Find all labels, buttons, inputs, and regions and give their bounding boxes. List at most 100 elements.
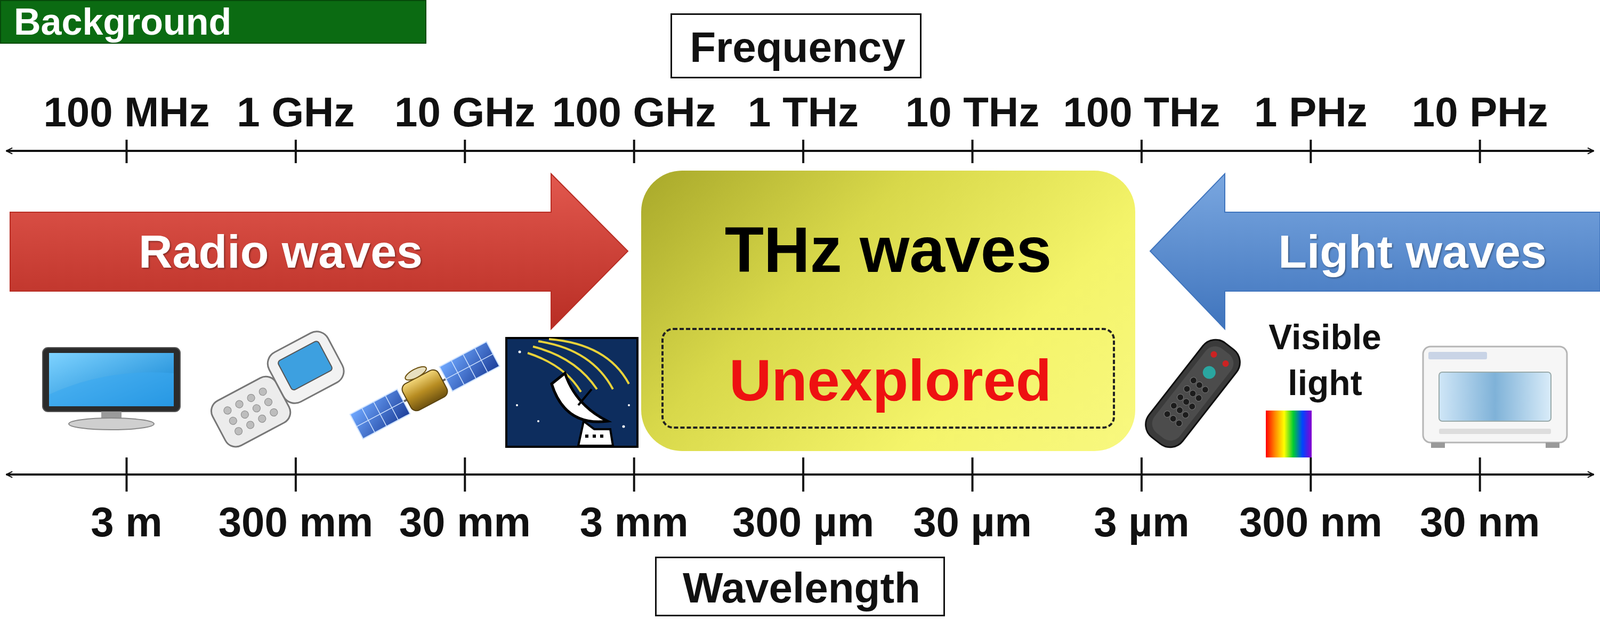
label-anchor: 100 GHz — [552, 88, 717, 137]
frequency-tick-label: 10 PHz — [1411, 88, 1549, 137]
tv-monitor-icon-part — [49, 372, 174, 407]
frequency-tick — [125, 139, 128, 164]
axis-ticks — [126, 139, 1481, 492]
text-holder: Radio waves — [10, 212, 552, 292]
radio-telescope-icon-part — [506, 337, 638, 447]
visible-spectrum — [1265, 410, 1312, 458]
wavelength-tick-label: 3 mm — [579, 498, 689, 547]
label-anchor: 30 nm — [1419, 498, 1540, 547]
satellite-icon-part — [350, 389, 411, 439]
wavelength-tick — [125, 457, 128, 492]
remote-control-icon-part-part — [1194, 393, 1204, 403]
label-anchor: 1 PHz — [1254, 88, 1368, 137]
text-holder: THz waves — [641, 170, 1136, 328]
axis-title-box: Wavelength — [655, 556, 945, 617]
frequency-axis — [6, 150, 1594, 152]
radio-telescope-icon-part-part — [518, 350, 522, 354]
label-anchor: 30 mm — [399, 498, 531, 547]
radio-telescope-icon-part-part — [537, 419, 540, 423]
label-anchor: Visible light — [1258, 314, 1392, 407]
unexplored-dashed-box: Unexplored — [661, 327, 1115, 429]
uv-sterilizer-icon-part — [1431, 442, 1445, 448]
node-label: Wavelength — [682, 563, 921, 613]
wavelength-tick-label: 30 nm — [1419, 498, 1540, 547]
mobile-phone-icon-part-part — [233, 425, 244, 436]
radio-telescope-icon-part-part — [627, 403, 630, 407]
frequency-tick-label: 10 THz — [905, 88, 1040, 137]
label-anchor: 10 THz — [905, 88, 1040, 137]
wavelength-tick — [1479, 457, 1482, 492]
spectrum-label: Visible light — [1258, 314, 1392, 407]
satellite-icon-part-part — [356, 401, 404, 427]
frequency-tick — [1479, 139, 1482, 164]
thz-band-box: THz wavesUnexplored — [641, 170, 1136, 451]
wavelength-tick — [971, 457, 974, 492]
remote-control-icon-part-part — [1200, 363, 1219, 382]
radio-telescope-icon-part-part — [585, 434, 589, 438]
text-holder: Frequency — [672, 14, 924, 80]
radio-waves-arrow: Radio waves — [10, 173, 628, 329]
node-label: Radio waves — [138, 224, 423, 279]
frequency-tick-label: 100 GHz — [552, 88, 717, 137]
wavelength-tick — [633, 457, 636, 492]
wavelength-tick — [294, 457, 297, 492]
wavelength-tick-label: 3 m — [90, 498, 163, 547]
mobile-phone-icon-part-part — [228, 415, 239, 426]
radio-telescope-icon-part — [578, 421, 613, 446]
satellite-icon-part — [350, 341, 500, 439]
label-anchor: 3 m — [90, 498, 163, 547]
frequency-tick — [463, 139, 466, 164]
uv-sterilizer-icon — [1423, 346, 1567, 448]
axis-title-box: Frequency — [670, 13, 922, 79]
label-anchor: 10 PHz — [1411, 88, 1549, 137]
mobile-phone-icon-part-part — [246, 392, 257, 403]
mobile-phone-icon-part-part — [239, 409, 250, 420]
node-label: Light waves — [1278, 224, 1547, 279]
mobile-phone-icon-part-part — [222, 405, 233, 416]
uv-sterilizer-icon-part — [1428, 351, 1488, 360]
radio-telescope-icon-part — [578, 389, 592, 406]
radio-telescope-icon-part-part — [515, 403, 519, 407]
frequency-axis-part — [6, 149, 1594, 152]
radio-telescope-icon-part-part — [592, 434, 596, 438]
node-label: Unexplored — [729, 346, 1052, 415]
remote-control-icon-part-part — [1181, 410, 1191, 420]
label-anchor: 3 mm — [579, 498, 689, 547]
label-anchor: 300 µm — [732, 498, 875, 547]
label-anchor: 1 THz — [747, 88, 859, 137]
uv-sterilizer-icon-part — [1439, 372, 1551, 422]
mobile-phone-icon-part — [277, 340, 334, 391]
remote-control-icon — [1139, 333, 1247, 454]
uv-sterilizer-icon-part — [1439, 428, 1551, 434]
radio-telescope-icon-part-part — [538, 341, 613, 390]
label-anchor: 3 µm — [1093, 498, 1190, 547]
tv-monitor-icon-part — [42, 347, 181, 412]
label-anchor: 300 nm — [1239, 498, 1383, 547]
frequency-tick-label: 1 GHz — [236, 88, 355, 137]
radio-telescope-icon-part-part — [600, 434, 604, 438]
frequency-tick-label: 10 GHz — [394, 88, 536, 137]
frequency-tick — [633, 139, 636, 164]
mobile-phone-icon-part-part — [234, 399, 245, 410]
radio-telescope-icon-part — [585, 434, 604, 438]
mobile-phone-icon-part-part — [268, 407, 279, 418]
frequency-tick — [971, 139, 974, 164]
frequency-tick-label: 100 MHz — [43, 88, 210, 137]
remote-control-icon-part-part — [1221, 359, 1231, 369]
frequency-tick — [1309, 139, 1312, 164]
mobile-phone-icon-part — [222, 386, 279, 436]
wavelength-axis-part — [6, 473, 1594, 476]
uv-sterilizer-icon-part — [1423, 346, 1567, 443]
radio-telescope-icon-part — [527, 338, 629, 392]
satellite-icon — [345, 333, 500, 440]
label-anchor: 10 GHz — [394, 88, 536, 137]
frequency-tick-label: 1 THz — [747, 88, 859, 137]
radio-telescope-icon — [506, 337, 638, 447]
title-box: Background — [0, 0, 427, 44]
radio-telescope-icon-part — [551, 373, 608, 422]
wavelength-tick-label: 3 µm — [1093, 498, 1190, 547]
wavelength-tick — [1309, 457, 1312, 492]
text-holder: Wavelength — [656, 558, 947, 618]
wavelength-tick — [463, 457, 466, 492]
